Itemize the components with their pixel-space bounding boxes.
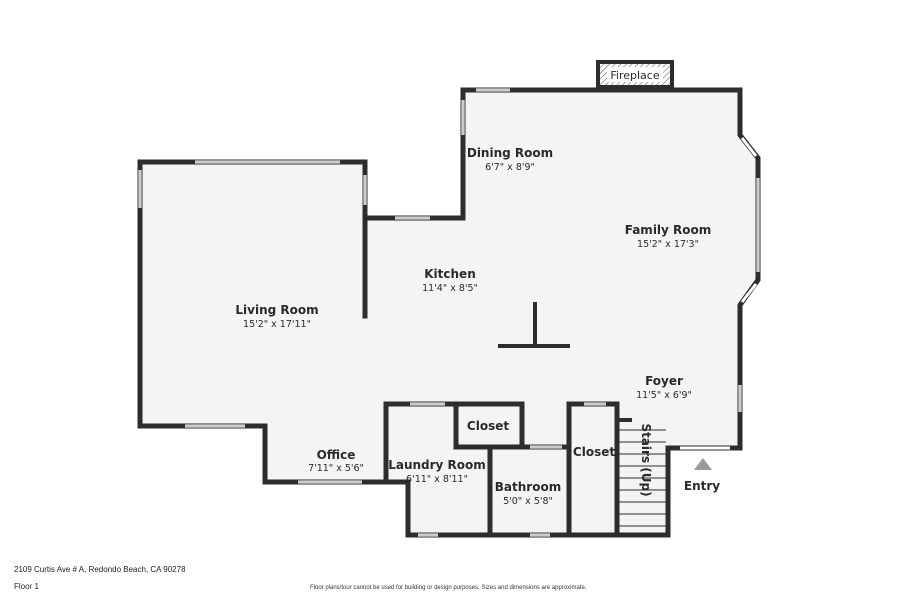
foyer-name: Foyer: [645, 374, 683, 388]
office-dim: 7'11" x 5'6": [308, 463, 364, 474]
floor-area: [140, 90, 758, 535]
stairs: [619, 429, 666, 527]
floor-label: Floor 1: [14, 582, 39, 591]
stairs-label: Stairs (Up): [639, 423, 653, 496]
foyer-dim: 11'5" x 6'9": [636, 390, 692, 401]
fireplace: Fireplace: [596, 60, 674, 89]
fireplace-label: Fireplace: [610, 69, 659, 82]
bathroom-name: Bathroom: [495, 480, 561, 494]
kitchen-dim: 11'4" x 8'5": [422, 283, 478, 294]
entry-arrow-icon: [694, 458, 712, 470]
living-room-name: Living Room: [235, 303, 318, 317]
disclaimer: Floor plans/tour cannot be used for buil…: [310, 585, 587, 591]
windows: [138, 88, 760, 537]
laundry-room-dim: 6'11" x 8'11": [406, 474, 468, 485]
office-name: Office: [317, 448, 356, 462]
kitchen-name: Kitchen: [424, 267, 476, 281]
dining-room-name: Dining Room: [467, 146, 553, 160]
entry-label: Entry: [684, 479, 720, 493]
address: 2109 Curtis Ave # A, Redondo Beach, CA 9…: [14, 565, 186, 574]
living-room-dim: 15'2" x 17'11": [243, 319, 311, 330]
laundry-room-name: Laundry Room: [388, 458, 486, 472]
closet-2-name: Closet: [573, 445, 615, 459]
dining-room-dim: 6'7" x 8'9": [485, 162, 535, 173]
family-room-dim: 15'2" x 17'3": [637, 239, 699, 250]
bathroom-dim: 5'0" x 5'8": [503, 496, 553, 507]
kitchen-island: [498, 302, 570, 348]
family-room-name: Family Room: [625, 223, 712, 237]
closet-1-name: Closet: [467, 419, 509, 433]
